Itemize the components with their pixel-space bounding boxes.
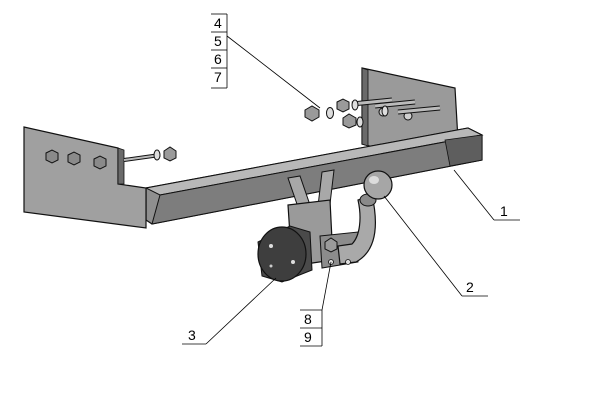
right-bolts <box>351 97 441 115</box>
callout-7: 7 <box>214 69 222 85</box>
left-bolt <box>123 146 177 162</box>
callout-5: 5 <box>214 33 222 49</box>
tow-ball <box>363 170 393 200</box>
callout-2: 2 <box>466 279 474 295</box>
electrical-socket <box>257 225 313 283</box>
callout-9: 9 <box>304 329 312 345</box>
callout-8: 8 <box>304 311 312 327</box>
cross-beam <box>144 127 484 225</box>
callout-4-7-box <box>211 13 228 89</box>
callout-1: 1 <box>500 203 508 219</box>
callout-8-9-box <box>300 309 323 347</box>
callout-6: 6 <box>214 51 222 67</box>
nuts-and-washers <box>304 98 389 129</box>
leader-lines <box>182 35 520 345</box>
callout-3: 3 <box>188 327 196 343</box>
tow-ball-neck <box>337 193 377 265</box>
left-mounting-bracket <box>23 126 147 229</box>
socket-fasteners <box>324 237 351 265</box>
callout-4: 4 <box>214 15 222 31</box>
